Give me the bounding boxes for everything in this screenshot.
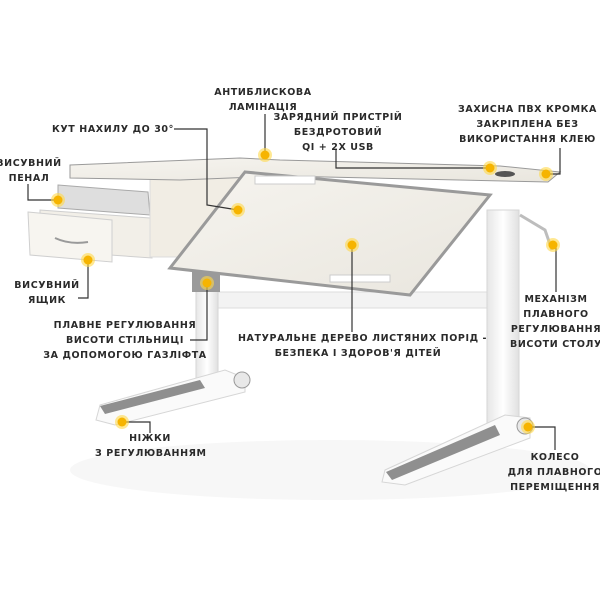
- left-wheel: [233, 371, 251, 389]
- sun-marker-icon: [117, 417, 127, 427]
- sun-marker-icon: [233, 205, 243, 215]
- feature-markers: [51, 148, 560, 434]
- label-wood: НАТУРАЛЬНЕ ДЕРЕВО ЛИСТЯНИХ ПОРІД -БЕЗПЕК…: [238, 333, 488, 359]
- crossbar: [199, 291, 501, 309]
- label-tilt: КУТ НАХИЛУ ДО 30°: [52, 124, 174, 135]
- sun-marker-icon: [202, 278, 212, 288]
- right-leg-column: [486, 209, 520, 431]
- left-foot-pad: [100, 380, 205, 414]
- pencil-case: [57, 184, 151, 216]
- sun-marker-icon: [347, 240, 357, 250]
- sun-marker-icon: [53, 195, 63, 205]
- sun-marker-icon: [548, 240, 558, 250]
- sun-marker-icon: [83, 255, 93, 265]
- tabletop-alphabet-icons: [329, 274, 391, 283]
- drawer-handle: [54, 237, 89, 244]
- tabletop-ruler-icons: [254, 175, 316, 185]
- sun-marker-icon: [260, 150, 270, 160]
- charger-pad: [495, 171, 515, 177]
- sun-marker-icon: [541, 169, 551, 179]
- sun-marker-icon: [523, 422, 533, 432]
- sun-marker-icon: [485, 163, 495, 173]
- drawer-front: [27, 211, 113, 263]
- right-foot-pad: [386, 425, 500, 480]
- tilted-tabletop: [167, 170, 493, 297]
- left-foot: [95, 369, 246, 426]
